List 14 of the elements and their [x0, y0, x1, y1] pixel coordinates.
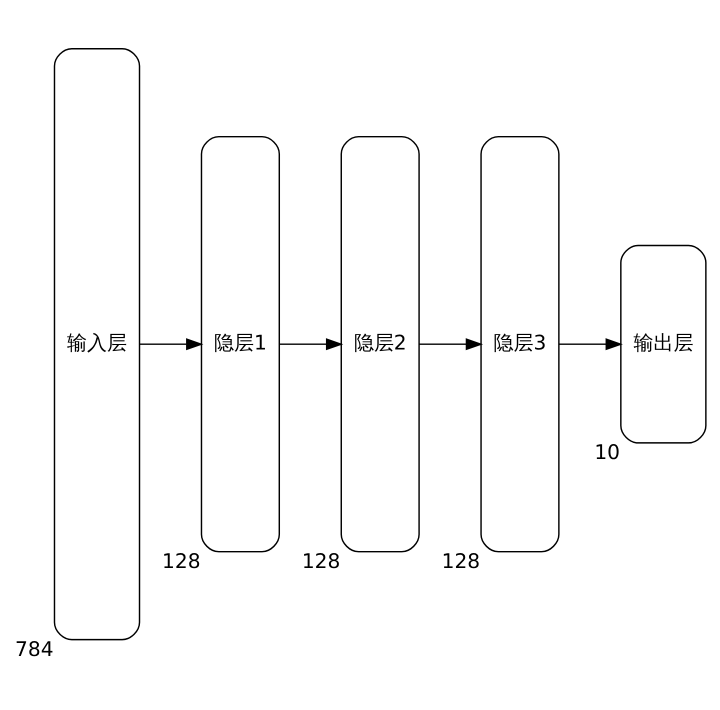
node-box: 输出层: [620, 244, 707, 444]
node-box: 隐层3: [480, 136, 560, 552]
node-label: 784: [15, 636, 54, 661]
node-label: 10: [594, 440, 620, 464]
node-box: 隐层2: [340, 136, 420, 552]
node-label: 128: [162, 548, 201, 573]
arrow: [280, 338, 344, 350]
arrow: [140, 338, 204, 350]
node-label: 128: [302, 548, 340, 573]
node-box: 输入层: [54, 48, 140, 640]
node-box: 隐层1: [200, 136, 280, 552]
arrow: [559, 338, 623, 350]
arrow: [419, 338, 484, 350]
node-label: 128: [442, 548, 480, 573]
